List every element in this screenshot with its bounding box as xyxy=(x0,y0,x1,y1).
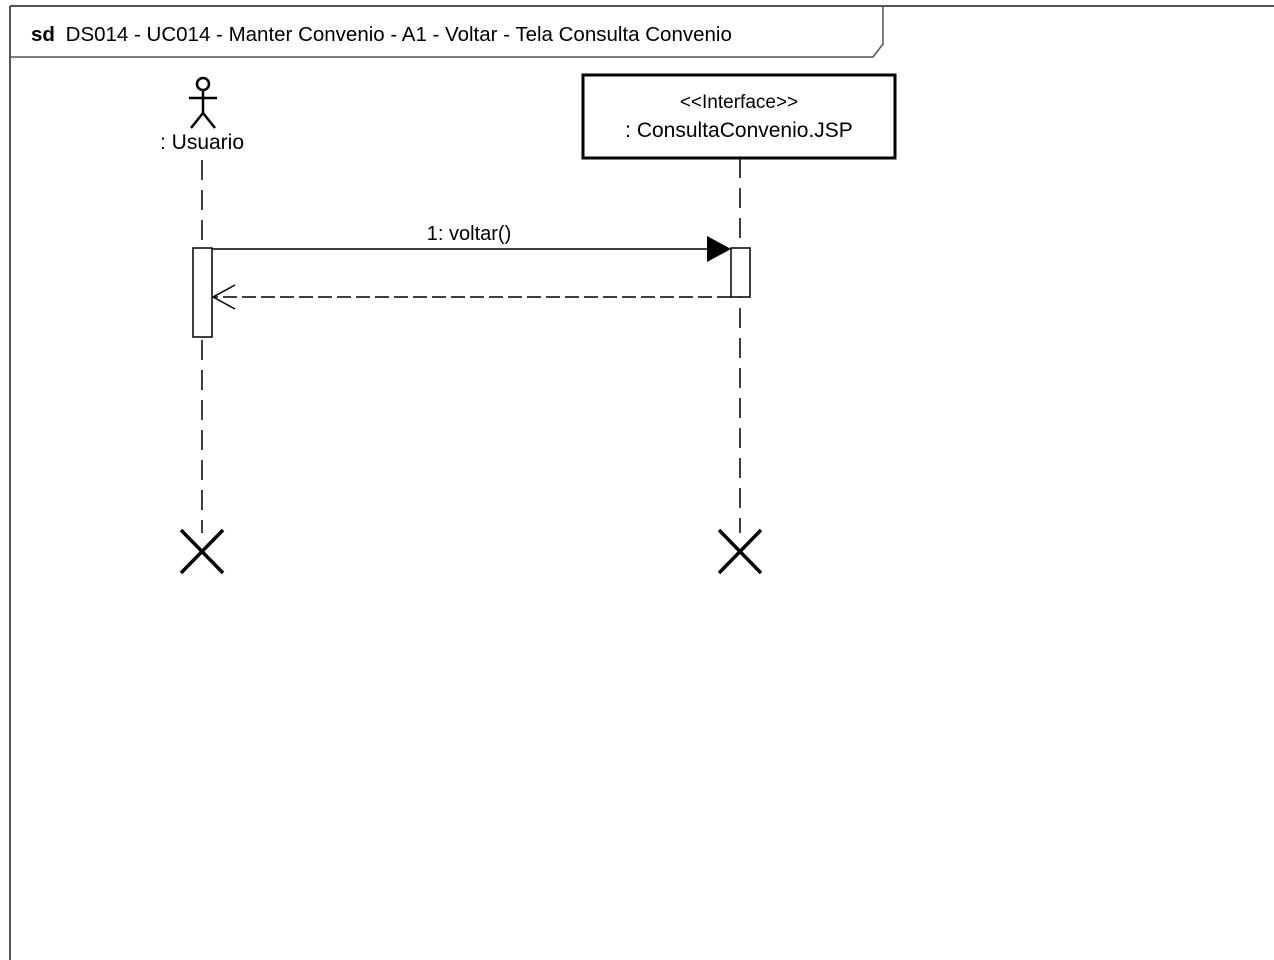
frame-keyword: sd xyxy=(31,23,55,46)
interface-stereotype: <<Interface>> xyxy=(680,92,798,113)
actor-destroy-icon xyxy=(179,528,225,575)
interface-box[interactable] xyxy=(581,73,897,160)
interface-lifeline: <<Interface>> : ConsultaConvenio.JSP xyxy=(581,73,897,575)
actor-lifeline: : Usuario xyxy=(160,76,244,575)
diagram-frame: sd DS014 - UC014 - Manter Convenio - A1 … xyxy=(9,5,1274,960)
call-message-label: 1: voltar() xyxy=(427,223,511,245)
stick-figure-actor-icon xyxy=(189,76,217,129)
frame-title-text: DS014 - UC014 - Manter Convenio - A1 - V… xyxy=(66,23,732,46)
frame-title: sd DS014 - UC014 - Manter Convenio - A1 … xyxy=(31,23,732,46)
actor-name: : Usuario xyxy=(160,131,244,154)
call-message: 1: voltar() xyxy=(212,223,731,262)
filled-arrowhead-icon xyxy=(707,236,731,262)
interface-activation-bar xyxy=(730,247,751,298)
actor-activation-bar xyxy=(192,247,213,338)
interface-destroy-icon xyxy=(717,528,763,575)
open-arrowhead-icon xyxy=(211,284,236,310)
return-message xyxy=(211,284,731,310)
interface-name: : ConsultaConvenio.JSP xyxy=(625,119,853,142)
frame-title-tab xyxy=(10,6,884,58)
